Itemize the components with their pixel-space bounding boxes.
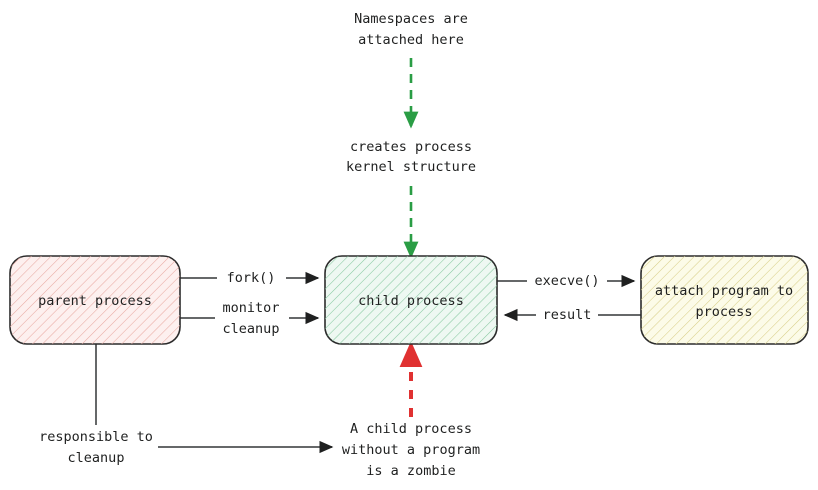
edge-label-result: result: [543, 307, 592, 323]
node-attach-program[interactable]: attach program to process: [640, 255, 809, 345]
edge-label-execve: execve(): [534, 273, 599, 289]
edge-label-monitor-cleanup-group: monitor cleanup: [215, 296, 289, 338]
node-attach-program-label-line2: process: [696, 304, 753, 320]
edge-label-fork: fork(): [227, 270, 276, 286]
note-zombie-group: A child process without a program is a z…: [342, 421, 480, 479]
note-zombie-line2: without a program: [342, 442, 480, 458]
note-zombie-line3: is a zombie: [366, 463, 455, 479]
note-zombie-line1: A child process: [350, 421, 472, 437]
note-namespaces-line1: Namespaces are: [354, 11, 468, 27]
node-parent-process-label: parent process: [38, 293, 152, 309]
edge-label-result-group: result: [536, 305, 598, 325]
edge-label-execve-group: execve(): [527, 271, 607, 291]
note-namespaces-line2: attached here: [358, 32, 464, 48]
edge-label-cleanup: cleanup: [223, 321, 280, 337]
edge-label-monitor: monitor: [223, 300, 280, 316]
node-child-process[interactable]: child process: [324, 255, 498, 345]
note-creates-line2: kernel structure: [346, 159, 476, 175]
edge-label-responsible-line2: cleanup: [68, 450, 125, 466]
node-child-process-label: child process: [358, 293, 464, 309]
note-creates-line1: creates process: [350, 139, 472, 155]
node-parent-process-hatch: [10, 256, 180, 344]
edge-label-responsible-line1: responsible to: [39, 429, 153, 445]
edge-label-fork-group: fork(): [217, 268, 286, 288]
edge-label-responsible-group: responsible to cleanup: [39, 429, 153, 466]
node-attach-program-hatch: [641, 256, 808, 344]
node-attach-program-label-line1: attach program to: [655, 283, 793, 299]
node-parent-process[interactable]: parent process: [9, 255, 181, 345]
node-child-process-hatch: [325, 256, 497, 344]
